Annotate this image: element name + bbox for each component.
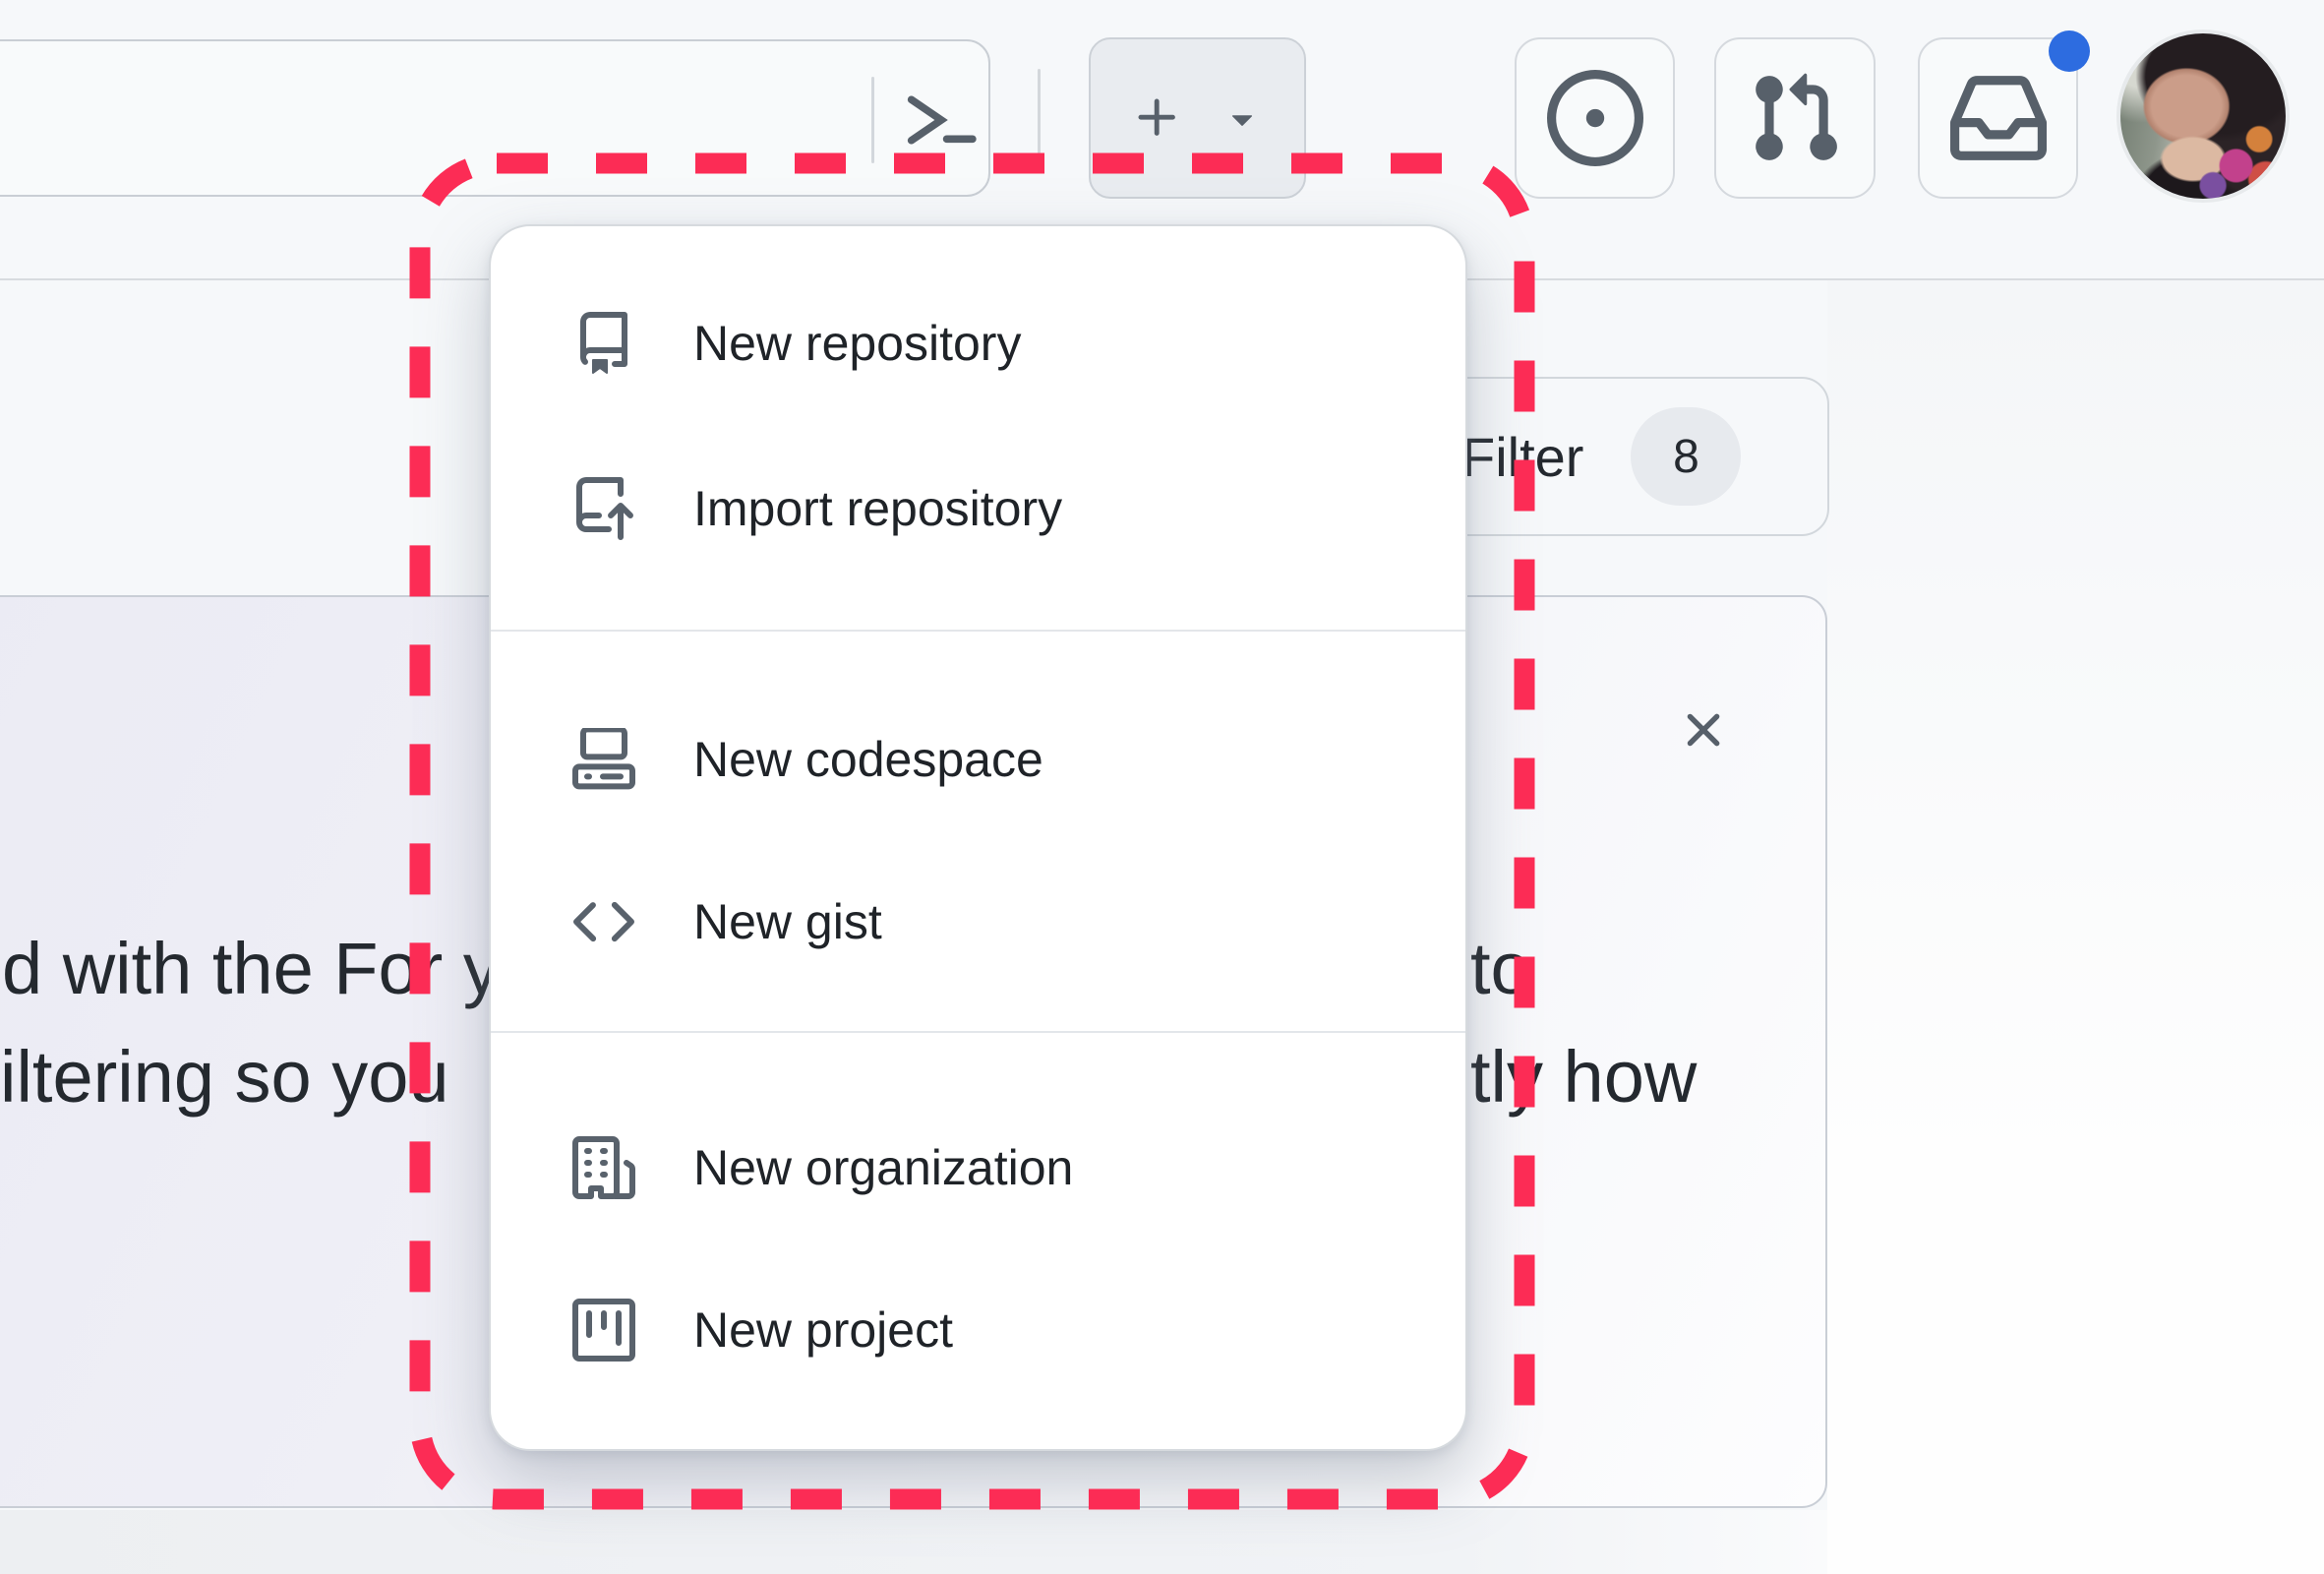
create-new-menu: New repository Import repository New cod… [489, 224, 1467, 1451]
global-search[interactable] [0, 39, 990, 197]
inbox-icon [1949, 76, 2047, 160]
feed-text-fragment: iltering so you [0, 1036, 449, 1118]
inbox-button[interactable] [1918, 37, 2078, 199]
menu-item-new-project[interactable]: New project [491, 1249, 1465, 1411]
project-icon [572, 1299, 635, 1362]
filter-button[interactable]: Filter 8 [1436, 377, 1829, 536]
search-divider [871, 77, 874, 163]
menu-item-new-organization[interactable]: New organization [491, 1087, 1465, 1248]
code-icon [573, 901, 634, 942]
avatar[interactable] [2116, 30, 2290, 203]
issue-opened-icon [1546, 70, 1643, 166]
content-background-bottom [0, 1510, 1827, 1574]
menu-divider [491, 630, 1465, 632]
feed-text-fragment: tly how [1470, 1036, 1698, 1118]
menu-item-label: Import repository [693, 481, 1063, 536]
menu-item-new-codespace[interactable]: New codespace [491, 679, 1465, 840]
menu-item-label: New codespace [693, 732, 1043, 787]
menu-divider [491, 1031, 1465, 1033]
create-new-button[interactable] [1089, 37, 1306, 199]
issues-button[interactable] [1515, 37, 1675, 199]
header-separator [1038, 69, 1041, 157]
notification-dot [2049, 30, 2090, 72]
menu-item-label: New project [693, 1302, 953, 1358]
feed-text-fragment: to [1470, 928, 1531, 1009]
feed-text-fragment: d with the For y [2, 928, 500, 1009]
git-pull-request-icon [1756, 73, 1837, 160]
codespaces-icon [572, 728, 635, 790]
pull-requests-button[interactable] [1714, 37, 1876, 199]
menu-item-import-repository[interactable]: Import repository [491, 428, 1465, 589]
content-background [1827, 280, 2324, 1574]
triangle-down-icon [1231, 115, 1252, 126]
filter-label: Filter [1461, 425, 1584, 488]
close-button[interactable] [1672, 698, 1735, 761]
menu-item-new-repository[interactable]: New repository [491, 263, 1465, 424]
command-palette-icon[interactable] [902, 83, 977, 157]
repo-push-icon [576, 477, 633, 540]
search-input[interactable] [2, 51, 812, 181]
menu-item-label: New gist [693, 894, 882, 949]
plus-icon [1138, 98, 1175, 136]
close-icon [1687, 713, 1720, 747]
filter-count-badge: 8 [1631, 407, 1742, 506]
repo-icon [580, 312, 627, 374]
menu-item-label: New organization [693, 1140, 1074, 1195]
menu-item-new-gist[interactable]: New gist [491, 841, 1465, 1002]
organization-icon [572, 1136, 635, 1199]
menu-item-label: New repository [693, 316, 1022, 371]
